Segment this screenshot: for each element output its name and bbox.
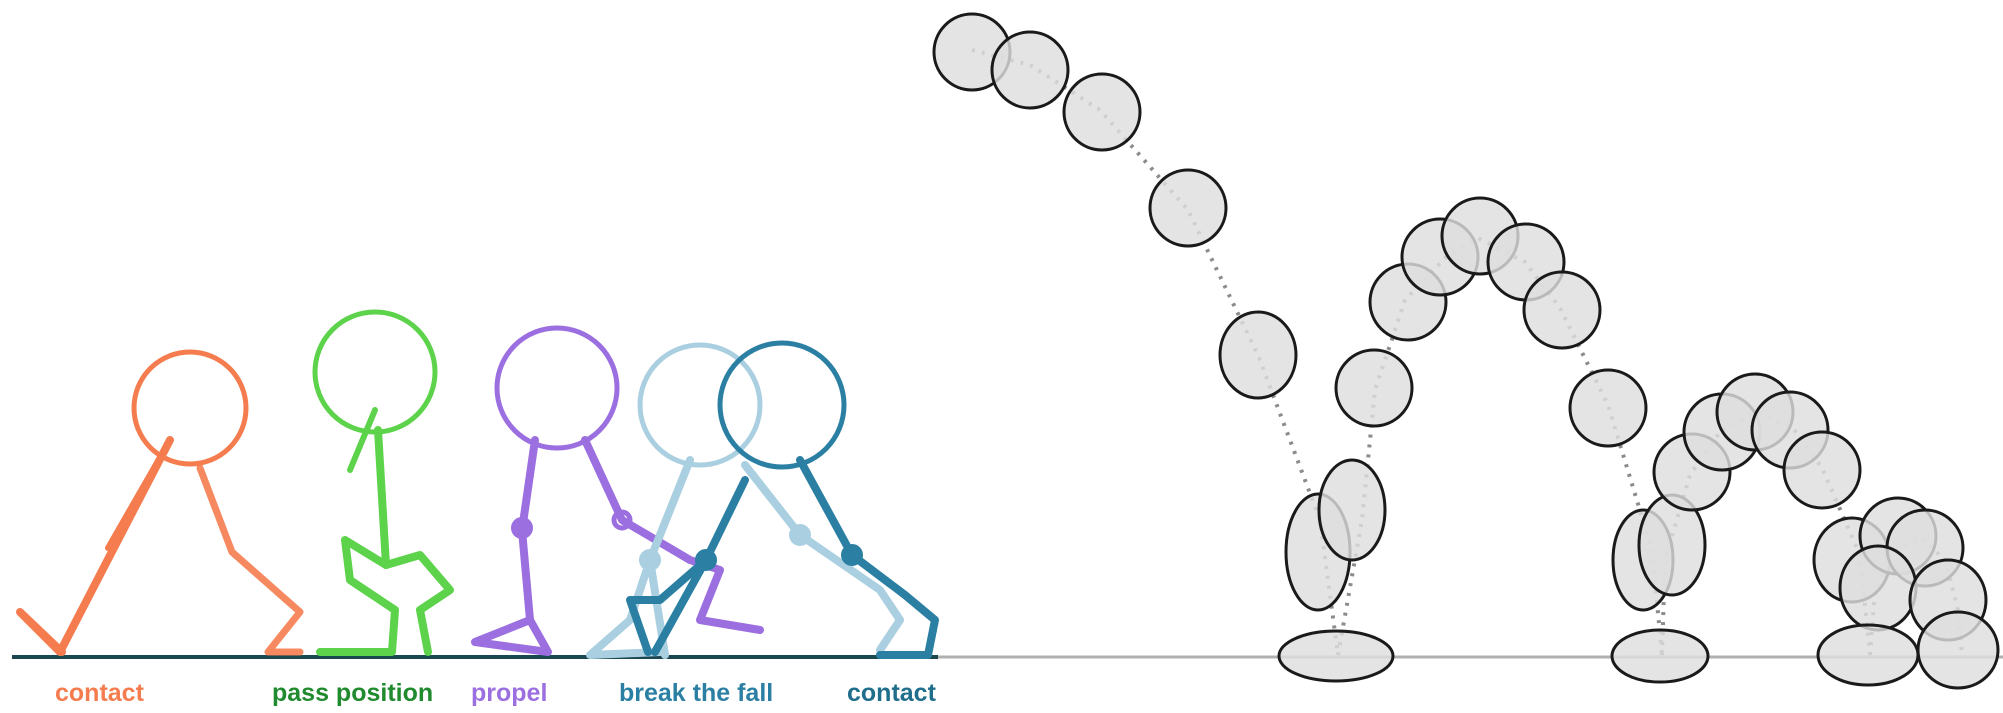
label-contact-end: contact <box>847 679 936 707</box>
propel-knee <box>611 509 633 531</box>
contact-arm <box>105 437 173 551</box>
contact-head <box>131 349 249 467</box>
break-head <box>637 342 763 468</box>
propel-hip <box>511 517 533 539</box>
ball-frame <box>1148 168 1228 248</box>
contact-end-back-leg <box>626 556 710 656</box>
label-pass-position: pass position <box>272 679 434 707</box>
ball-frame <box>1816 623 1920 687</box>
break-back-leg <box>586 556 664 659</box>
ball-frame <box>1916 610 2000 690</box>
contact-figure <box>16 349 304 656</box>
ball-frame <box>1610 628 1710 684</box>
ball-frame <box>1522 270 1602 350</box>
ball-frame <box>1568 368 1648 448</box>
contact-back-leg <box>196 464 304 656</box>
label-propel: propel <box>471 679 548 707</box>
ball-frame <box>1782 430 1862 510</box>
ball-frame <box>1838 544 1918 632</box>
contact-end-hip <box>695 549 717 571</box>
ball-frame <box>1218 310 1298 400</box>
break-hip <box>639 549 661 571</box>
ball-frame <box>990 30 1070 110</box>
contact-end-knee <box>841 544 863 566</box>
ball-frame <box>1334 348 1414 428</box>
contact-end-figure <box>626 340 939 659</box>
ball-frame <box>1317 458 1387 562</box>
pass-leg-b <box>382 551 454 656</box>
propel-front-leg <box>581 436 764 634</box>
propel-back-leg <box>471 616 552 656</box>
label-contact: contact <box>55 679 144 707</box>
break-figure <box>586 342 904 659</box>
propel-figure <box>471 325 764 656</box>
ball-frames <box>932 12 2000 690</box>
contact-end-head <box>717 340 847 470</box>
ball-frame <box>1062 72 1142 152</box>
propel-head <box>494 325 620 451</box>
pass-figure <box>312 309 454 656</box>
ball-frame <box>1277 629 1395 683</box>
contact-front-leg <box>16 536 122 656</box>
pass-arm <box>347 407 378 473</box>
break-front-leg <box>741 461 904 654</box>
pass-leg-a <box>316 536 399 656</box>
pass-spine <box>374 426 390 569</box>
label-break-the-fall: break the fall <box>619 679 774 707</box>
bouncing-ball <box>932 12 2000 690</box>
contact-end-front-leg <box>796 456 939 659</box>
break-knee <box>789 524 811 546</box>
walk-cycle <box>16 309 939 659</box>
